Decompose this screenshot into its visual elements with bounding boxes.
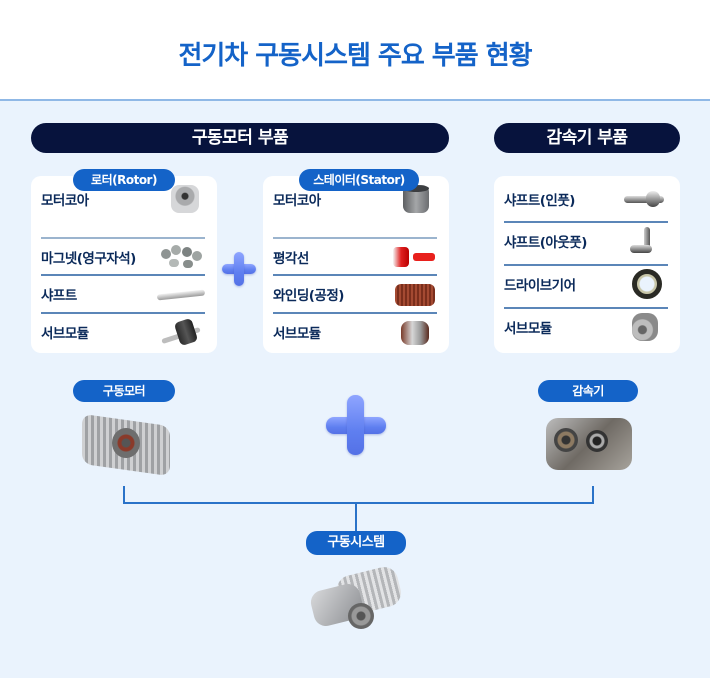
item-label: 와인딩(공정) [273,288,344,304]
motor-assembly-tag: 구동모터 [73,380,175,402]
divider [41,312,205,314]
item-label: 서브모듈 [41,326,89,342]
rotor-core-icon [157,183,205,215]
divider [504,264,668,266]
reducer-parts-card: 샤프트(인풋) 샤프트(아웃풋) 드라이브기어 서브모듈 [494,176,680,353]
header: 전기차 구동시스템 주요 부품 현황 [0,0,710,101]
item-label: 드라이브기어 [504,278,576,294]
list-item: 서브모듈 [504,308,668,346]
item-label: 모터코아 [41,193,89,209]
drive-motor-image [76,413,176,477]
item-label: 평각선 [273,251,309,267]
reducer-submodule-icon [620,311,668,343]
item-label: 샤프트 [41,288,77,304]
divider [273,312,437,314]
system-tag: 구동시스템 [306,531,406,555]
page-title: 전기차 구동시스템 주요 부품 현황 [178,41,532,71]
output-shaft-icon [620,225,668,257]
item-label: 샤프트(아웃풋) [504,235,587,251]
stator-card: 모터코아 평각선 와인딩(공정) 서브모듈 [263,176,449,353]
connector-down [355,502,357,532]
rotor-submodule-icon [157,316,205,348]
item-label: 서브모듈 [504,321,552,337]
divider [41,274,205,276]
divider [504,307,668,309]
rotor-tag: 로터(Rotor) [73,169,175,191]
motor-parts-header: 구동모터 부품 [31,123,449,153]
divider [273,237,437,239]
list-item: 드라이브기어 [504,265,668,303]
connector-horizontal [123,502,594,504]
divider [504,221,668,223]
plus-icon-large [326,395,386,455]
list-item: 샤프트 [41,275,206,313]
connector-right [592,486,594,503]
connector-left [123,486,125,503]
reducer-parts-header: 감속기 부품 [494,123,680,153]
magnet-icon [157,241,205,273]
input-shaft-icon [620,183,668,215]
shaft-icon [156,278,206,310]
item-label: 마그넷(영구자석) [41,251,136,267]
list-item: 샤프트(아웃풋) [504,222,668,260]
plus-icon [222,252,256,286]
stator-submodule-icon [389,316,437,348]
item-label: 모터코아 [273,193,321,209]
list-item: 샤프트(인풋) [504,180,668,218]
divider [273,274,437,276]
stator-tag: 스테이터(Stator) [299,169,419,191]
flat-wire-icon [389,241,437,273]
rotor-card: 모터코아 마그넷(영구자석) 샤프트 서브모듈 [31,176,217,353]
drive-system-image [308,564,404,633]
reducer-image [542,414,636,474]
list-item: 평각선 [273,238,437,276]
list-item: 모터코아 [41,180,205,218]
reducer-assembly-tag: 감속기 [538,380,638,402]
drive-gear-icon [620,268,668,300]
item-label: 샤프트(인풋) [504,193,575,209]
winding-icon [389,278,437,310]
list-item: 서브모듈 [41,313,205,351]
list-item: 서브모듈 [273,313,437,351]
divider [41,237,205,239]
list-item: 마그넷(영구자석) [41,238,205,276]
stator-core-icon [389,183,437,215]
list-item: 모터코아 [273,180,437,218]
item-label: 서브모듈 [273,326,321,342]
list-item: 와인딩(공정) [273,275,437,313]
